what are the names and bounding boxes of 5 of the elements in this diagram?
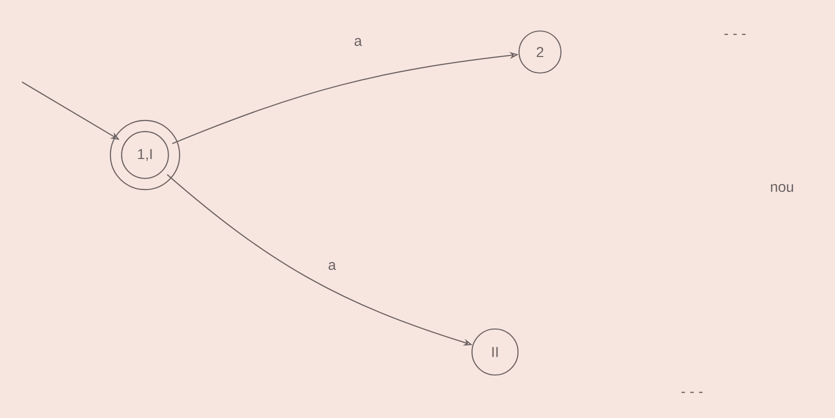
- note-text: - - -: [724, 34, 746, 35]
- edge-label: a: [353, 37, 363, 47]
- note-text: - - -: [681, 392, 703, 393]
- edge-label: a: [327, 261, 337, 271]
- note-text: nou: [770, 184, 794, 192]
